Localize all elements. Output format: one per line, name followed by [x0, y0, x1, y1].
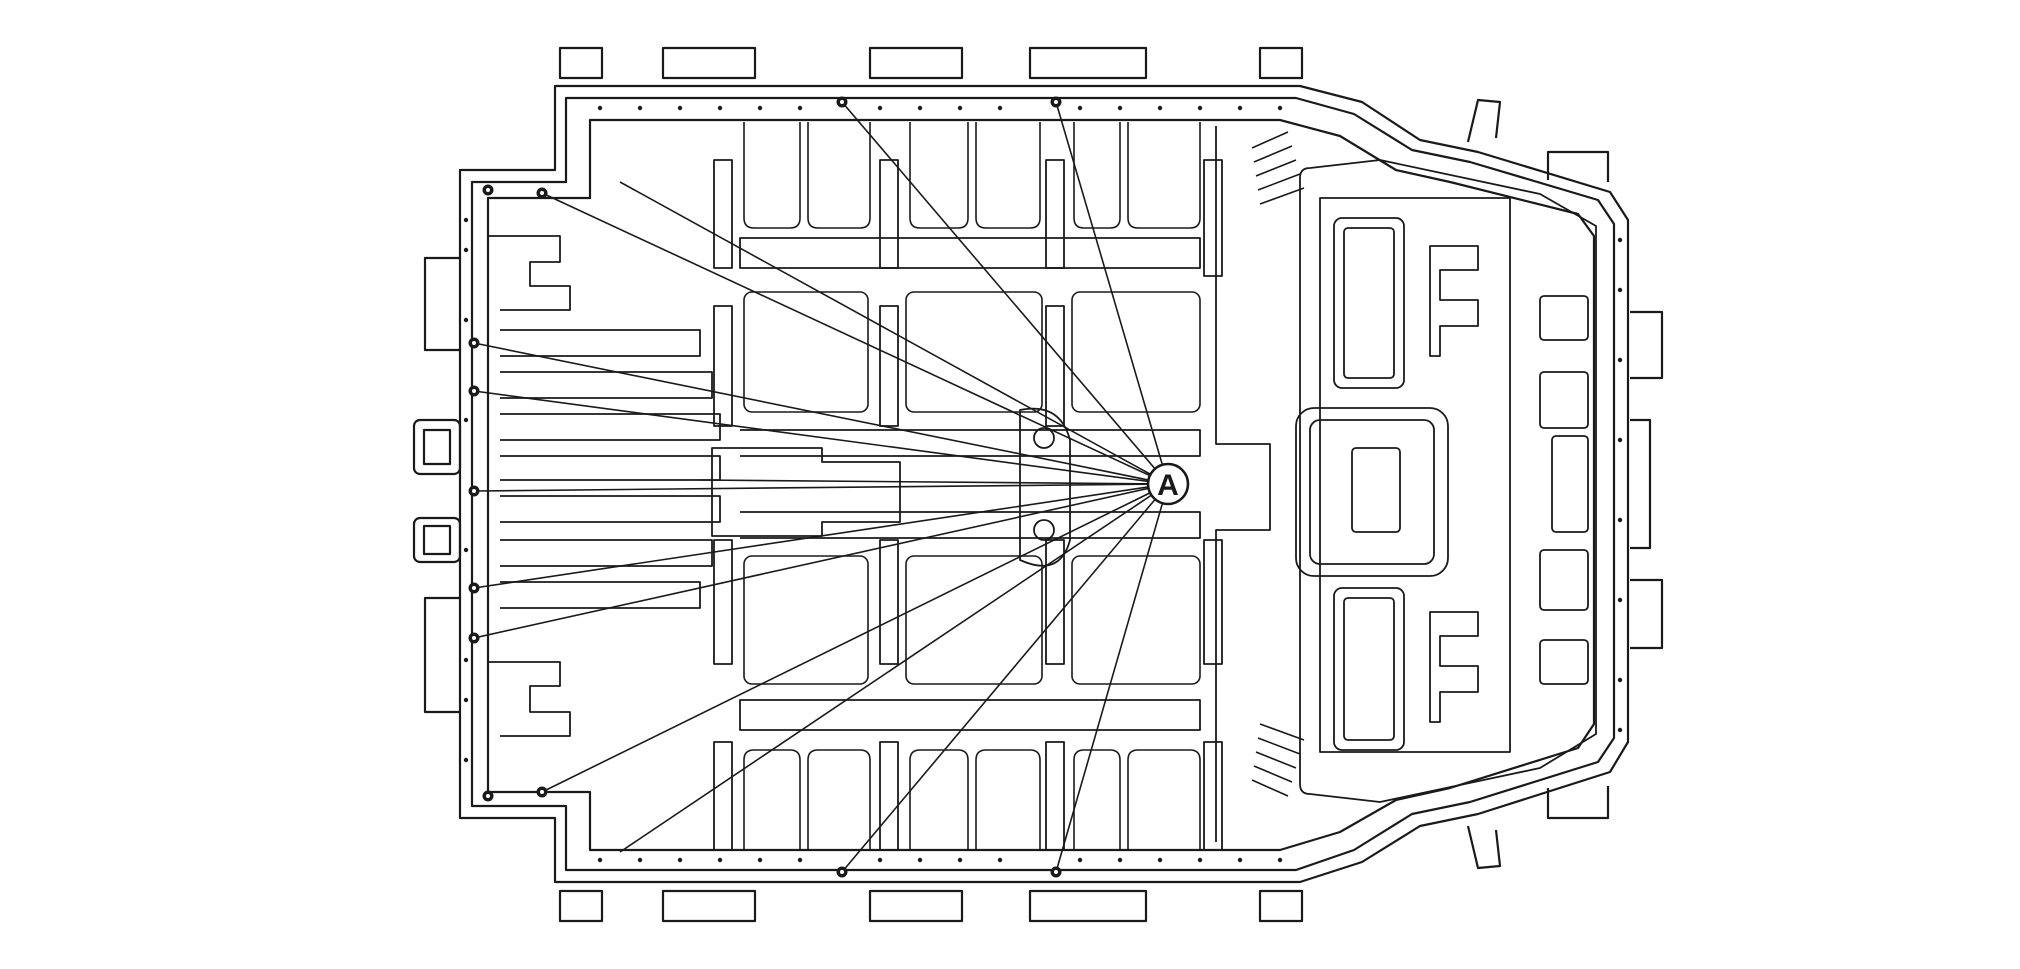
- module-cells-lower: [743, 555, 1201, 685]
- leader-line: [541, 483, 1169, 793]
- fastener-bolt-center: [540, 790, 544, 794]
- leader-line: [473, 483, 1169, 589]
- left-connectors: [412, 418, 462, 564]
- callout-a: A: [1146, 462, 1190, 506]
- fastener-bolt-center: [472, 489, 476, 493]
- leader-line: [473, 342, 1169, 485]
- fastener-bolt-center: [840, 100, 844, 104]
- bottom-mounting-tabs: [558, 889, 1304, 923]
- fastener-bolt-center: [1054, 870, 1058, 874]
- leader-line: [1055, 483, 1169, 873]
- leader-line: [1055, 101, 1169, 485]
- fastener-bolt-center: [486, 794, 490, 798]
- fastener-bolt-center: [472, 586, 476, 590]
- fastener-bolts: [468, 96, 1062, 878]
- fastener-bolt-center: [472, 636, 476, 640]
- module-cells-upper: [743, 291, 1201, 413]
- callout-leader-lines: [473, 101, 1169, 873]
- leader-line: [619, 181, 1169, 485]
- module-bays-left: [488, 235, 721, 737]
- fastener-bolt-center: [840, 870, 844, 874]
- perimeter-holes: [463, 105, 1623, 863]
- leader-line: [473, 390, 1169, 485]
- leader-line: [841, 483, 1169, 873]
- leader-line: [619, 483, 1169, 853]
- leader-line: [473, 483, 1169, 639]
- leader-line: [473, 483, 1169, 492]
- tray-outer-outline: [458, 84, 1630, 884]
- module-cells-top: [743, 122, 1201, 229]
- fastener-bolt-center: [472, 341, 476, 345]
- module-cells-bottom: [743, 749, 1201, 850]
- leader-line: [541, 192, 1169, 485]
- left-mounting-tabs: [423, 256, 460, 714]
- top-mounting-tabs: [558, 46, 1304, 80]
- central-spine: [711, 407, 1071, 567]
- fastener-bolt-center: [472, 389, 476, 393]
- corner-ribs: [1251, 131, 1305, 797]
- callout-a-label: A: [1157, 469, 1179, 502]
- right-raised-section: [1215, 126, 1597, 842]
- tray-flange: [470, 96, 1616, 872]
- right-brackets: [1466, 98, 1664, 870]
- leader-line: [699, 479, 1169, 485]
- fastener-bolt-center: [540, 191, 544, 195]
- cross-members: [713, 159, 1223, 851]
- fastener-bolt-center: [486, 188, 490, 192]
- fastener-bolt-center: [1054, 100, 1058, 104]
- leader-line: [841, 101, 1169, 485]
